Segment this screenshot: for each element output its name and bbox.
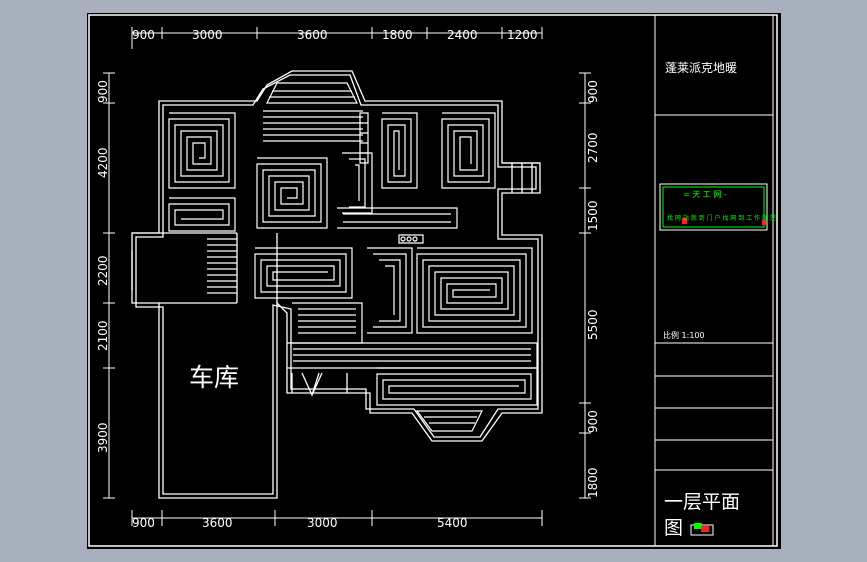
stamp-box: [659, 183, 768, 231]
floor-plan-drawing: 900 3000 3600 1800 2400 1200 900 3600 30…: [88, 14, 778, 547]
dim-right-6: 1800: [586, 467, 600, 498]
dim-bottom-1: 900: [132, 516, 155, 530]
dimension-lines: [103, 27, 591, 526]
sheet-border: [88, 14, 778, 547]
dim-right-4: 5500: [586, 309, 600, 340]
dim-top-3: 3600: [297, 28, 328, 42]
dim-top-4: 1800: [382, 28, 413, 42]
dim-right-1: 900: [586, 80, 600, 103]
drawing-sheet: 900 3000 3600 1800 2400 1200 900 3600 30…: [87, 13, 781, 549]
dim-bottom-3: 3000: [307, 516, 338, 530]
dim-bottom-4: 5400: [437, 516, 468, 530]
title-block-frame: [654, 15, 774, 546]
building-walls: [131, 70, 543, 499]
dim-top-6: 1200: [507, 28, 538, 42]
dim-left-1: 900: [96, 80, 110, 103]
dim-left-5: 3900: [96, 422, 110, 453]
scale-label: 比例 1:100: [663, 331, 705, 340]
drawing-title: 一层平面图: [664, 491, 741, 539]
dim-left-3: 2200: [96, 255, 110, 286]
dim-right-3: 1500: [586, 200, 600, 231]
dim-top-2: 3000: [192, 28, 223, 42]
heating-pipe-loops: [168, 82, 538, 432]
dim-left-4: 2100: [96, 320, 110, 351]
garage-label: 车库: [189, 363, 240, 392]
stamp-title: = 天 工 网 -: [683, 190, 727, 199]
dim-right-2: 2700: [586, 132, 600, 163]
company-name: 蓬莱派克地暖: [665, 61, 738, 75]
dim-top-1: 900: [132, 28, 155, 42]
title-logo: [690, 523, 714, 536]
dim-left-2: 4200: [96, 147, 110, 178]
dim-top-5: 2400: [447, 28, 478, 42]
dim-right-5: 900: [586, 410, 600, 433]
dim-bottom-2: 3600: [202, 516, 233, 530]
stamp-text: 找 网 站 就 到 门 户 找 网 到 工 作 就 是: [667, 215, 776, 222]
